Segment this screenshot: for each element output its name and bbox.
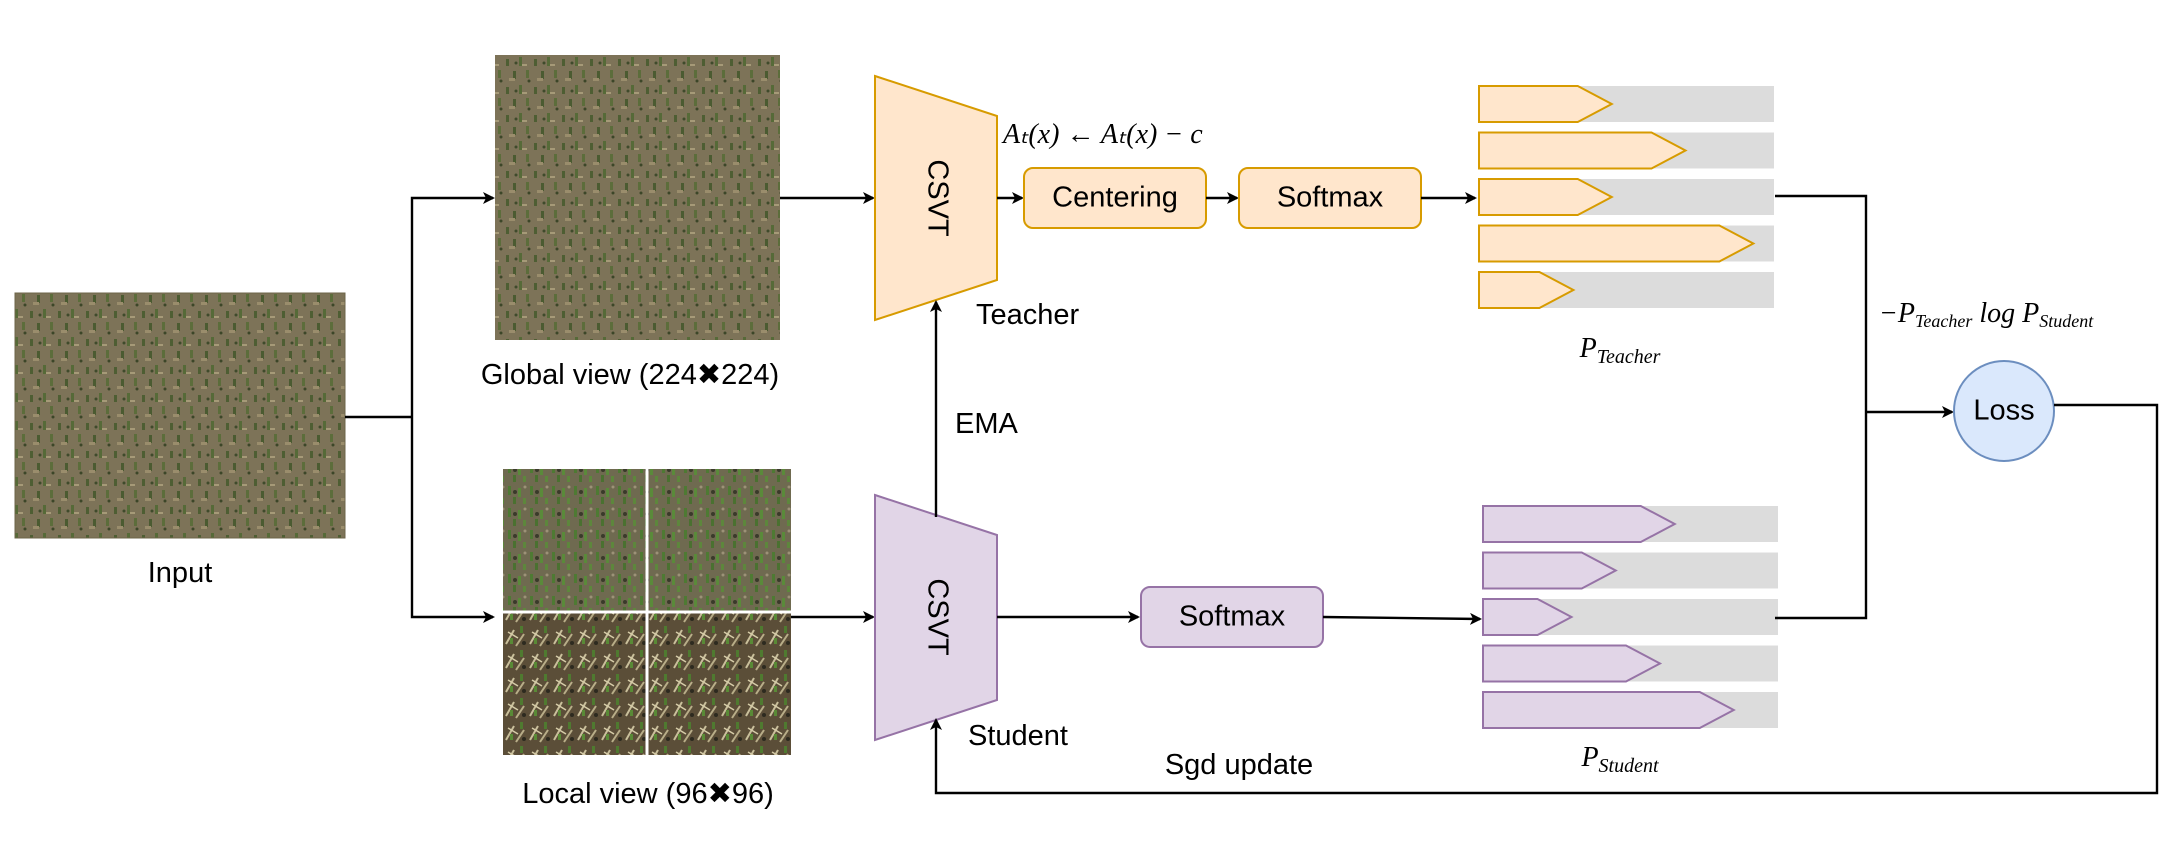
teacher-encoder-label: CSVT <box>921 159 953 237</box>
teacher-prob-bar-1 <box>1478 131 1688 170</box>
global-view-label: Global view (224✖224) <box>481 359 779 391</box>
centering-label: Centering <box>1052 182 1178 214</box>
loss-formula: −PTeacher log PStudent <box>1879 298 2094 331</box>
teacher-label: Teacher <box>976 299 1080 331</box>
teacher-prob-bar-2 <box>1478 178 1614 216</box>
loss-label: Loss <box>1973 395 2034 427</box>
student-prob-bar-3 <box>1482 644 1663 683</box>
teacher-prob-bar-3 <box>1478 224 1756 263</box>
student-encoder <box>874 493 998 742</box>
probs-to-loss-wire <box>1775 194 1868 620</box>
centering-formula: Aₜ(x) ← Aₜ(x) − c <box>1001 119 1203 150</box>
teacher-prob-bar-0 <box>1478 85 1614 123</box>
student-encoder-label: CSVT <box>921 578 953 656</box>
teacher-encoder <box>874 74 998 322</box>
teacher-prob-bar-4 <box>1478 271 1576 309</box>
student-label: Student <box>968 720 1068 752</box>
input-image <box>14 292 346 539</box>
teacher-prob-bars <box>1478 85 1774 309</box>
arrow-to-student-probs <box>1322 612 1482 625</box>
global-view-image <box>495 55 780 340</box>
student-prob-bar-0 <box>1482 505 1677 543</box>
arrow-to-global <box>410 192 495 417</box>
arrow-to-local <box>410 417 495 623</box>
local-view-label: Local view (96✖96) <box>522 778 774 810</box>
student-prob-bars <box>1482 505 1778 729</box>
student-prob-label: PStudent <box>1580 742 1659 777</box>
student-prob-bar-1 <box>1482 551 1618 590</box>
teacher-prob-label: PTeacher <box>1579 333 1661 368</box>
input-label: Input <box>148 557 213 589</box>
teacher-softmax-label: Softmax <box>1277 182 1384 214</box>
sgd-update-arrow <box>930 403 2159 795</box>
local-view-images <box>503 469 791 755</box>
student-prob-bar-4 <box>1482 691 1736 729</box>
sgd-update-label: Sgd update <box>1165 749 1313 781</box>
loss-node <box>1953 360 2055 462</box>
ema-label: EMA <box>955 408 1019 440</box>
student-softmax-label: Softmax <box>1179 601 1286 633</box>
student-prob-bar-2 <box>1482 598 1574 636</box>
